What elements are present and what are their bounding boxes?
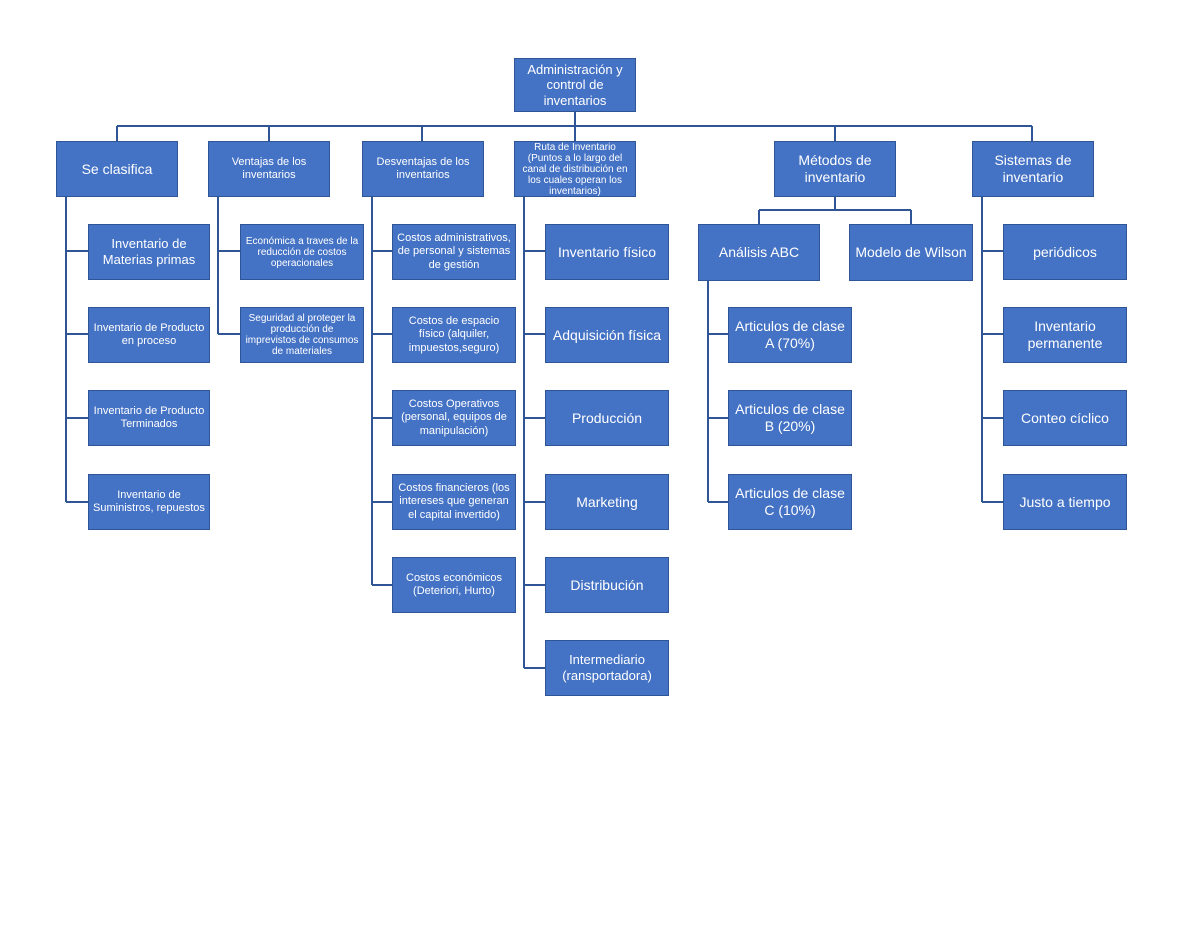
branch-se-clasifica: Se clasifica <box>56 141 178 197</box>
branch-sistemas: Sistemas de inventario <box>972 141 1094 197</box>
clasifica-item: Inventario de Suministros, repuestos <box>88 474 210 530</box>
desventajas-item: Costos Operativos (personal, equipos de … <box>392 390 516 446</box>
desventajas-item: Costos administrativos, de personal y si… <box>392 224 516 280</box>
ventajas-item: Seguridad al proteger la producción de i… <box>240 307 364 363</box>
sistemas-item: periódicos <box>1003 224 1127 280</box>
clasifica-item: Inventario de Producto en proceso <box>88 307 210 363</box>
ruta-item: Marketing <box>545 474 669 530</box>
desventajas-item: Costos financieros (los intereses que ge… <box>392 474 516 530</box>
ruta-item: Adquisición física <box>545 307 669 363</box>
metodo-analisis-abc: Análisis ABC <box>698 224 820 281</box>
branch-ruta-de-inventario: Ruta de Inventario (Puntos a lo largo de… <box>514 141 636 197</box>
abc-item: Articulos de clase B (20%) <box>728 390 852 446</box>
branch-desventajas: Desventajas de los inventarios <box>362 141 484 197</box>
sistemas-item: Inventario permanente <box>1003 307 1127 363</box>
clasifica-item: Inventario de Materias primas <box>88 224 210 280</box>
sistemas-item: Justo a tiempo <box>1003 474 1127 530</box>
abc-item: Articulos de clase A (70%) <box>728 307 852 363</box>
branch-ventajas: Ventajas de los inventarios <box>208 141 330 197</box>
ruta-item: Distribución <box>545 557 669 613</box>
sistemas-item: Conteo cíclico <box>1003 390 1127 446</box>
ruta-item: Inventario físico <box>545 224 669 280</box>
root-node: Administración y control de inventarios <box>514 58 636 112</box>
ruta-item: Intermediario (ransportadora) <box>545 640 669 696</box>
desventajas-item: Costos económicos (Deteriori, Hurto) <box>392 557 516 613</box>
clasifica-item: Inventario de Producto Terminados <box>88 390 210 446</box>
ventajas-item: Económica a traves de la reducción de co… <box>240 224 364 280</box>
ruta-item: Producción <box>545 390 669 446</box>
desventajas-item: Costos de espacio físico (alquiler, impu… <box>392 307 516 363</box>
abc-item: Articulos de clase C (10%) <box>728 474 852 530</box>
metodo-modelo-wilson: Modelo de Wilson <box>849 224 973 281</box>
branch-metodos: Métodos de inventario <box>774 141 896 197</box>
